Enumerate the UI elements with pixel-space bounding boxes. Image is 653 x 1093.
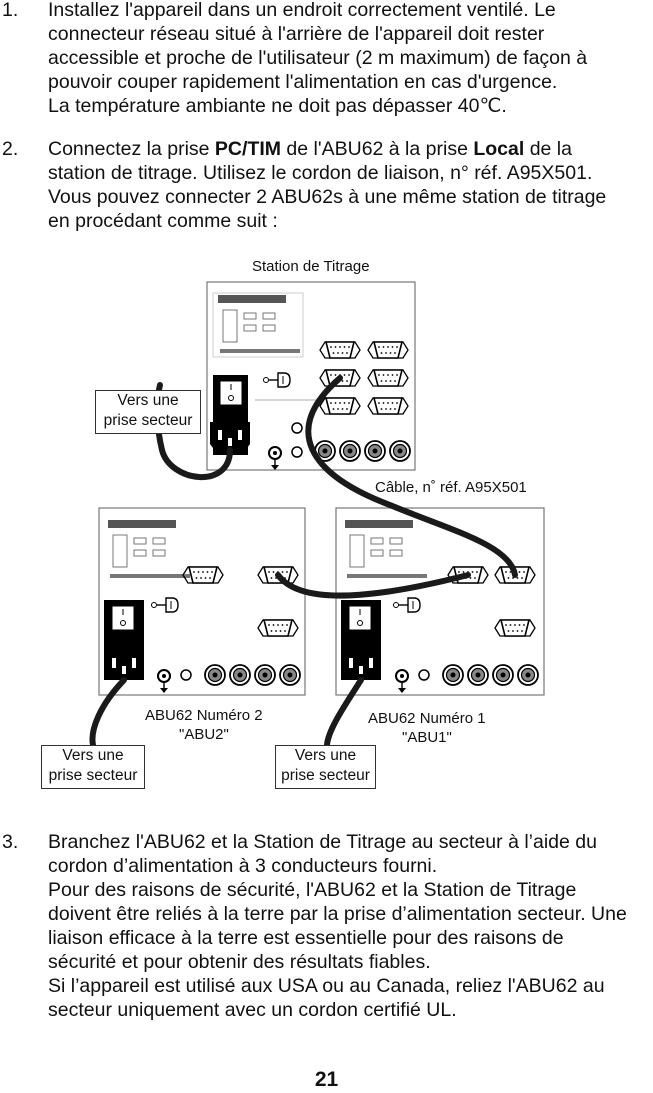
cable-abu2-to-abu1 [275,572,471,599]
step-text: Connectez la prise PC/TIM de l'ABU62 à l… [48,137,653,233]
step-line: Branchez l'ABU62 et la Station de Titrag… [48,831,597,853]
step-line: Connectez la prise PC/TIM de l'ABU62 à l… [48,137,653,161]
step-line: pouvoir couper rapidement l'alimentation… [48,71,558,93]
box-line: prise secteur [48,767,138,784]
step-line: station de titrage. Utilisez le cordon d… [48,162,593,184]
abu2-alias: "ABU2" [179,726,229,743]
box-line: Vers une [117,392,179,409]
step-line: liaison efficace à la terre est essentie… [48,927,564,949]
step-line: Pour des raisons de sécurité, l'ABU62 et… [48,879,577,901]
step-number: 3. [2,831,19,853]
pc-tim-label: PC/TIM [214,138,282,160]
cable-abu2-power [89,677,127,748]
step-line: accessible et proche de l'utilisateur (2… [48,47,588,69]
abu1-name: ABU62 Numéro 1 [368,710,486,727]
box-line: prise secteur [281,767,370,784]
power-outlet-box-station: Vers une prise secteur [95,390,201,434]
text-run: de l'ABU62 à la prise [281,138,474,160]
step-number: 1. [2,0,19,21]
station-title: Station de Titrage [252,258,370,275]
step-number: 2. [2,138,19,160]
step-text: Installez l'appareil dans un endroit cor… [48,0,653,118]
page-number: 21 [314,1068,339,1091]
abu2-name: ABU62 Numéro 2 [145,707,263,724]
step-line: Installez l'appareil dans un endroit cor… [48,0,556,21]
box-line: prise secteur [103,412,193,429]
step-line: secteur uniquement avec un cordon certif… [48,999,457,1021]
cable-abu1-power [324,677,364,748]
text-run: de la [524,138,572,160]
step-line: cordon d’alimentation à 3 conducteurs fo… [48,855,438,877]
cable-label: Câble, n˚ réf. A95X501 [375,479,527,496]
connection-diagram [89,281,545,748]
step-line: La température ambiante ne doit pas dépa… [48,95,507,117]
step-line: en procédant comme suit : [48,210,278,232]
abu62-2-panel [98,507,306,696]
box-line: Vers une [62,747,124,764]
step-line: sécurité et pour obtenir des résultats f… [48,951,431,973]
step-text: Branchez l'ABU62 et la Station de Titrag… [48,830,653,1022]
power-outlet-box-abu1: Vers une prise secteur [275,745,376,789]
local-label: Local [473,138,525,160]
power-outlet-box-abu2: Vers une prise secteur [41,745,145,789]
step-line: Vous pouvez connecter 2 ABU62s à une mêm… [48,186,607,208]
step-line: connecteur réseau situé à l'arrière de l… [48,23,545,45]
text-run: Connectez la prise [48,138,215,160]
step-line: Si l’appareil est utilisé aux USA ou au … [48,975,605,997]
step-line: doivent être reliés à la terre par la pr… [48,903,627,925]
cable-station-to-abu1 [305,375,518,578]
abu1-alias: "ABU1" [402,729,452,746]
abu62-1-panel [335,507,545,696]
box-line: Vers une [294,747,357,764]
